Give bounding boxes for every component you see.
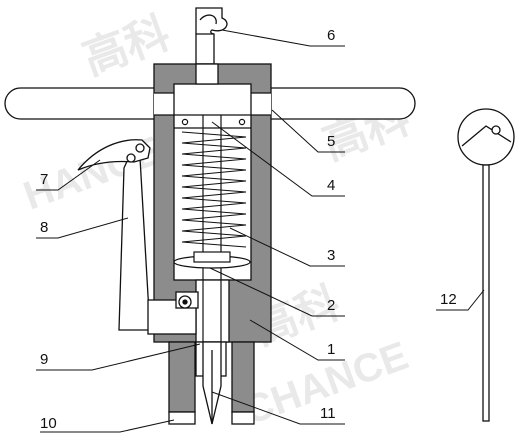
callout-5: 5: [327, 133, 335, 150]
leader-4: [211, 121, 345, 197]
spring: [181, 131, 247, 248]
leader-lines: [36, 29, 485, 433]
leader-7: [36, 159, 101, 191]
leader-12: [436, 289, 485, 311]
leader-6: [221, 29, 345, 47]
leader-2: [209, 267, 345, 317]
leader-10: [40, 419, 175, 433]
probe-gauge: [457, 108, 515, 422]
callout-1: 1: [327, 341, 335, 358]
leader-3: [229, 227, 345, 267]
leader-1: [249, 319, 345, 361]
callout-labels: 6 5 4 3 2 1 11 12 7 8 9 10: [40, 27, 457, 432]
callout-3: 3: [327, 247, 335, 264]
callout-2: 2: [327, 297, 335, 314]
piston-disc: [173, 251, 251, 269]
callout-8: 8: [40, 219, 48, 236]
callout-7: 7: [40, 171, 48, 188]
leader-11: [211, 391, 345, 425]
callout-9: 9: [40, 351, 48, 368]
main-housing: [153, 63, 272, 343]
callout-12: 12: [440, 291, 457, 308]
leader-5: [271, 109, 345, 153]
leader-9: [36, 343, 201, 371]
latch-block: [147, 291, 199, 335]
callout-6: 6: [327, 27, 335, 44]
leader-8: [36, 217, 129, 239]
callout-4: 4: [327, 177, 335, 194]
callout-10: 10: [40, 415, 57, 432]
bottom-assembly: [168, 341, 255, 425]
hook: [195, 7, 228, 65]
callout-11: 11: [320, 405, 336, 422]
